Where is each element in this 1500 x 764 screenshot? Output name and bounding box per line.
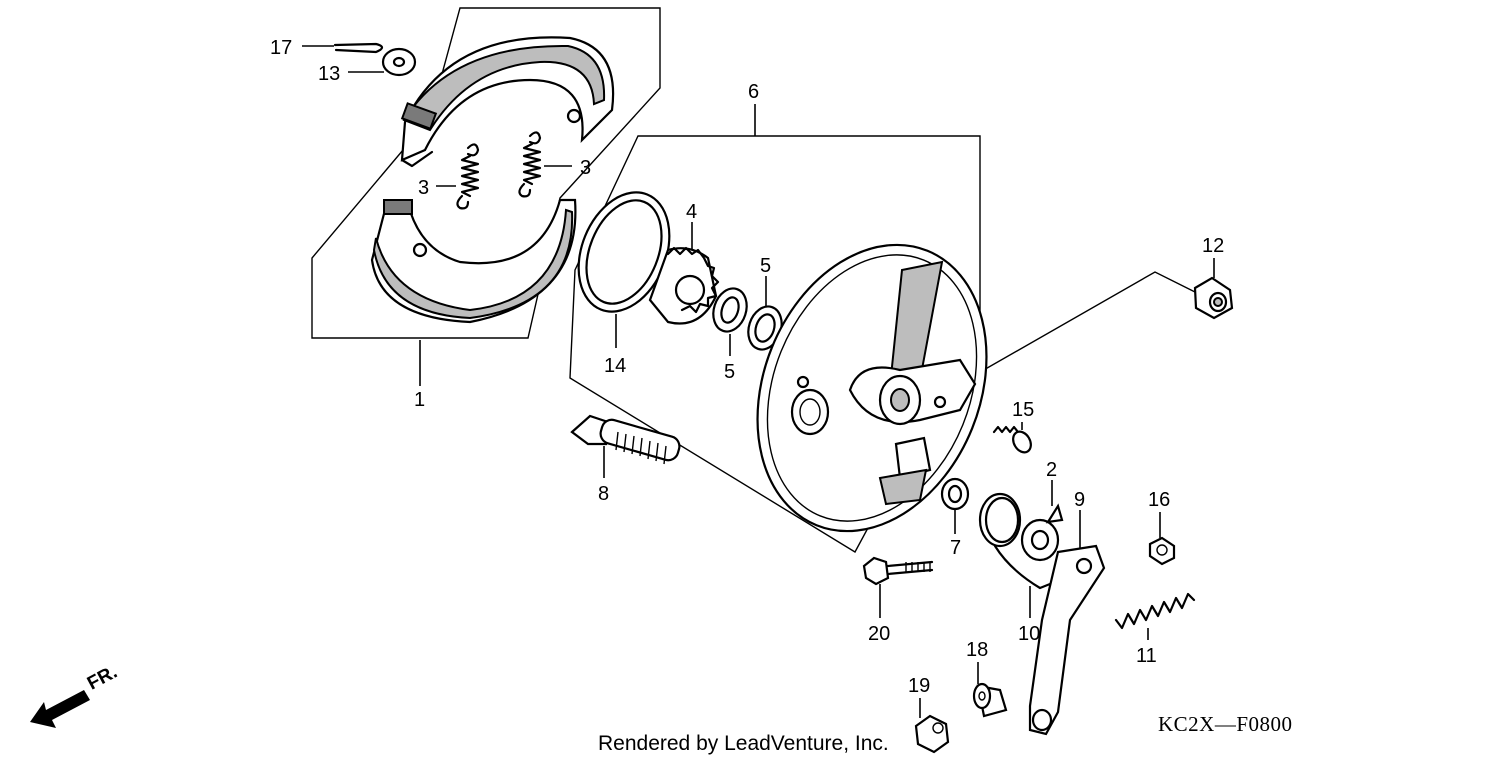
spring-11 xyxy=(1114,592,1196,630)
callout-3-right: 3 xyxy=(580,157,591,179)
brake-cam-8 xyxy=(570,414,681,465)
callout-19: 19 xyxy=(908,675,930,697)
nut-12 xyxy=(1193,276,1234,320)
brake-panel-6 xyxy=(756,243,988,533)
callout-18: 18 xyxy=(966,639,988,661)
shoe-group-outline xyxy=(311,7,661,339)
callout-1: 1 xyxy=(414,389,425,411)
callout-8: 8 xyxy=(598,483,609,505)
return-spring-right xyxy=(518,131,542,198)
callout-20: 20 xyxy=(868,623,890,645)
nut-16 xyxy=(1148,536,1176,566)
callout-15: 15 xyxy=(1012,399,1034,421)
brake-shoe-lower xyxy=(370,198,577,324)
callout-4: 4 xyxy=(686,201,697,223)
indicator-plate-2 xyxy=(1020,503,1064,562)
front-direction-arrow xyxy=(30,690,90,728)
return-spring-left xyxy=(456,143,480,210)
washer-7 xyxy=(940,477,970,511)
screw-15 xyxy=(992,425,1032,454)
washer-5-b xyxy=(747,305,783,351)
washer-5-a xyxy=(712,287,748,333)
dust-seal-14 xyxy=(577,191,671,313)
callout-5-lower: 5 xyxy=(724,361,735,383)
callout-9: 9 xyxy=(1074,489,1085,511)
brake-arm-9 xyxy=(1028,544,1106,736)
wear-indicator-4 xyxy=(648,246,720,325)
callout-12: 12 xyxy=(1202,235,1224,257)
callout-11: 11 xyxy=(1136,645,1157,667)
render-credit: Rendered by LeadVenture, Inc. xyxy=(598,732,889,755)
callout-3-left: 3 xyxy=(418,177,429,199)
callout-2: 2 xyxy=(1046,459,1057,481)
cotter-pin-17 xyxy=(333,42,384,54)
joint-nut-19 xyxy=(914,714,950,754)
brake-shoe-upper xyxy=(400,36,615,168)
diagram-code: KC2X—F0800 xyxy=(1158,712,1293,736)
nut-12-leader xyxy=(904,271,1196,416)
callout-7: 7 xyxy=(950,537,961,559)
panel-group-outline xyxy=(569,135,981,553)
washer-13 xyxy=(381,47,417,77)
callout-16: 16 xyxy=(1148,489,1170,511)
callout-14: 14 xyxy=(604,355,626,377)
callout-13: 13 xyxy=(318,63,340,85)
collar-18 xyxy=(972,682,1008,718)
callout-10: 10 xyxy=(1018,623,1040,645)
bolt-20 xyxy=(862,556,934,586)
spring-10 xyxy=(978,492,1052,590)
callout-6: 6 xyxy=(748,81,759,103)
callout-17: 17 xyxy=(270,37,292,59)
callout-5-upper: 5 xyxy=(760,255,771,277)
